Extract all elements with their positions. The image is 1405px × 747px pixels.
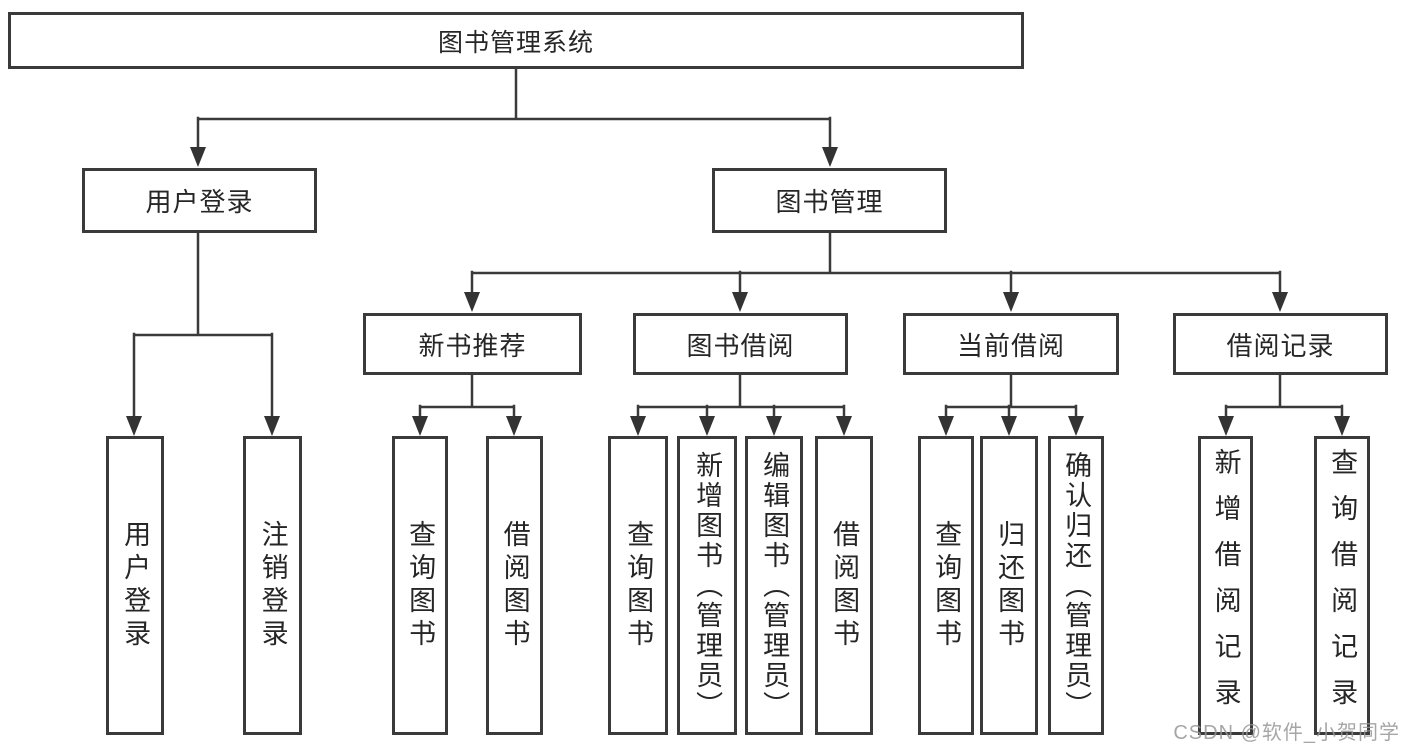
arrow-icon <box>938 416 954 436</box>
arrow-icon <box>1218 416 1234 436</box>
leaf-label: 查询图书 <box>405 519 436 652</box>
leaf-add-books-admin: 新增图书（管理员） <box>677 436 737 735</box>
arrow-icon <box>1003 292 1019 312</box>
arrow-icon <box>1272 292 1288 312</box>
leaf-logout: 注销登录 <box>243 436 302 735</box>
leaf-borrow-books-recommend: 借阅图书 <box>486 436 543 735</box>
leaf-label: 确认归还（管理员） <box>1061 450 1092 721</box>
arrow-icon <box>1068 416 1084 436</box>
arrow-icon <box>766 416 782 436</box>
node-user-login-branch: 用户登录 <box>82 168 317 233</box>
arrow-icon <box>630 416 646 436</box>
arrow-icon <box>1001 416 1017 436</box>
arrow-icon <box>1334 416 1350 436</box>
arrow-icon <box>464 292 480 312</box>
arrow-icon <box>412 416 428 436</box>
leaf-add-borrow-record: 新增借阅记录 <box>1198 436 1253 735</box>
leaf-label: 注销登录 <box>257 519 288 652</box>
leaf-query-books-borrowing: 查询图书 <box>608 436 668 735</box>
node-book-management: 图书管理 <box>712 168 947 233</box>
leaf-query-borrow-record: 查询借阅记录 <box>1314 436 1370 735</box>
leaf-label: 编辑图书（管理员） <box>759 450 790 721</box>
leaf-return-books: 归还图书 <box>980 436 1038 735</box>
node-borrowing-records: 借阅记录 <box>1173 313 1388 375</box>
node-current-borrowing: 当前借阅 <box>903 313 1119 375</box>
arrow-icon <box>506 416 522 436</box>
leaf-label: 新增借阅记录 <box>1210 447 1241 724</box>
leaf-label: 借阅图书 <box>499 519 530 652</box>
leaf-confirm-return-admin: 确认归还（管理员） <box>1048 436 1104 735</box>
leaf-label: 新增图书（管理员） <box>692 450 723 721</box>
node-new-book-recommendation: 新书推荐 <box>363 313 582 375</box>
leaf-label: 用户登录 <box>120 519 151 652</box>
leaf-query-books-recommend: 查询图书 <box>392 436 448 735</box>
leaf-edit-books-admin: 编辑图书（管理员） <box>745 436 803 735</box>
arrowheads <box>126 147 1350 436</box>
arrow-icon <box>190 147 206 167</box>
arrow-icon <box>264 416 280 436</box>
leaf-label: 查询图书 <box>931 519 962 652</box>
arrow-icon <box>836 416 852 436</box>
csdn-watermark: CSDN @软件_小贺同学 <box>1173 722 1400 744</box>
node-library-management-system: 图书管理系统 <box>8 12 1024 69</box>
leaf-label: 归还图书 <box>994 519 1025 652</box>
leaf-label: 借阅图书 <box>829 519 860 652</box>
arrow-icon <box>699 416 715 436</box>
node-book-borrowing: 图书借阅 <box>633 313 848 375</box>
leaf-query-books-current: 查询图书 <box>918 436 974 735</box>
leaf-label: 查询图书 <box>623 519 654 652</box>
leaf-user-login: 用户登录 <box>106 436 164 735</box>
arrow-icon <box>822 147 838 167</box>
connector-lines <box>132 65 1344 422</box>
leaf-label: 查询借阅记录 <box>1327 447 1358 724</box>
arrow-icon <box>732 292 748 312</box>
leaf-borrow-books-borrowing: 借阅图书 <box>815 436 873 735</box>
arrow-icon <box>126 416 142 436</box>
